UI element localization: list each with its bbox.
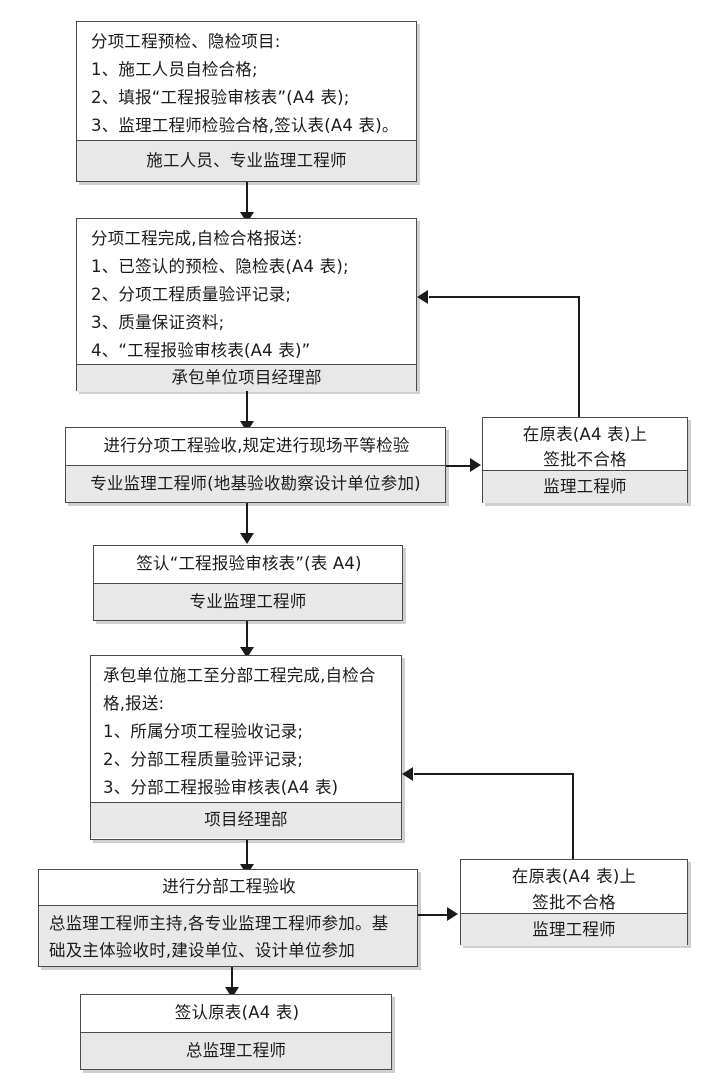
connector-n4-to-n5 — [246, 621, 248, 655]
feedback-top-vertical — [578, 296, 580, 417]
reject-top-role: 监理工程师 — [483, 470, 687, 503]
node-1-line-3: 2、填报“工程报验审核表”(A4 表); — [91, 88, 350, 107]
node-5-body: 承包单位施工至分部工程完成,自检合 格,报送: 1、所属分项工程验收记录; 2、… — [91, 656, 401, 802]
node-division-acceptance: 进行分部工程验收 总监理工程师主持,各专业监理工程师参加。基 础及主体验收时,建… — [38, 869, 418, 967]
node-6-role: 总监理工程师主持,各专业监理工程师参加。基 础及主体验收时,建设单位、设计单位参… — [39, 905, 417, 966]
node-7-line-1: 签认原表(A4 表) — [174, 1002, 300, 1022]
node-1-line-4: 3、监理工程师检验合格,签认表(A4 表)。 — [91, 116, 399, 135]
reject-bottom-role: 监理工程师 — [461, 913, 687, 946]
node-2-body: 分项工程完成,自检合格报送: 1、已签认的预检、隐检表(A4 表); 2、分项工… — [77, 219, 416, 364]
node-1-line-2: 1、施工人员自检合格; — [91, 60, 258, 79]
node-2-role: 承包单位项目经理部 — [77, 364, 416, 392]
node-7-role: 总监理工程师 — [81, 1032, 391, 1069]
node-6-body: 进行分部工程验收 — [39, 870, 417, 905]
node-reject-top: 在原表(A4 表)上 签批不合格 监理工程师 — [482, 417, 688, 503]
connector-n3-to-n4-arrowhead — [240, 533, 254, 544]
node-2-line-4: 3、质量保证资料; — [91, 313, 225, 332]
connector-n2-to-n3-arrowhead — [240, 421, 254, 432]
connector-n3-to-reject-top-arrowhead — [470, 458, 481, 472]
connector-n1-to-n2 — [246, 182, 248, 218]
reject-bottom-line-1: 在原表(A4 表)上 — [511, 867, 637, 886]
connector-n6-to-reject-bottom — [418, 914, 448, 916]
node-2-line-1: 分项工程完成,自检合格报送: — [91, 229, 303, 248]
connector-n5-to-n6 — [246, 840, 248, 872]
reject-top-body: 在原表(A4 表)上 签批不合格 — [483, 418, 687, 470]
node-subitem-acceptance: 进行分项工程验收,规定进行现场平等检验 专业监理工程师(地基验收勘察设计单位参加… — [65, 427, 446, 503]
node-5-line-4: 2、分部工程质量验评记录; — [103, 750, 304, 769]
reject-bottom-role-label: 监理工程师 — [532, 919, 616, 939]
node-5-line-5: 3、分部工程报验审核表(A4 表) — [103, 778, 339, 797]
node-sign-report-form: 签认“工程报验审核表”(表 A4) 专业监理工程师 — [93, 545, 403, 621]
node-1-body: 分项工程预检、隐检项目: 1、施工人员自检合格; 2、填报“工程报验审核表”(A… — [77, 22, 416, 140]
connector-n1-to-n2-arrowhead — [240, 212, 254, 223]
reject-bottom-line-2: 签批不合格 — [532, 893, 616, 912]
reject-top-line-1: 在原表(A4 表)上 — [522, 425, 648, 444]
feedback-top-arrowhead — [417, 290, 428, 304]
node-5-role-label: 项目经理部 — [204, 810, 288, 830]
node-3-role: 专业监理工程师(地基验收勘察设计单位参加) — [66, 465, 445, 502]
node-5-line-3: 1、所属分项工程验收记录; — [103, 722, 304, 741]
node-4-line-1: 签认“工程报验审核表”(表 A4) — [136, 553, 362, 573]
node-3-line-1: 进行分项工程验收,规定进行现场平等检验 — [103, 435, 410, 455]
node-1-role-label: 施工人员、专业监理工程师 — [146, 150, 347, 170]
feedback-top-horizontal — [429, 296, 580, 298]
connector-n2-to-n3 — [246, 391, 248, 427]
reject-top-line-2: 签批不合格 — [543, 450, 627, 469]
reject-top-role-label: 监理工程师 — [543, 476, 627, 496]
node-5-line-2: 格,报送: — [103, 694, 165, 713]
node-reject-bottom: 在原表(A4 表)上 签批不合格 监理工程师 — [460, 859, 688, 946]
node-4-role: 专业监理工程师 — [94, 583, 402, 620]
feedback-bottom-arrowhead — [402, 767, 413, 781]
node-7-role-label: 总监理工程师 — [185, 1040, 287, 1060]
node-1-role: 施工人员、专业监理工程师 — [77, 140, 416, 181]
node-1-line-1: 分项工程预检、隐检项目: — [91, 32, 281, 51]
node-2-line-3: 2、分项工程质量验评记录; — [91, 285, 292, 304]
feedback-bottom-vertical — [572, 773, 574, 859]
feedback-bottom-horizontal — [414, 773, 574, 775]
connector-n6-to-n7-arrowhead — [225, 987, 239, 998]
node-6-role-line-1: 总监理工程师主持,各专业监理工程师参加。基 — [49, 914, 389, 933]
node-subitem-complete-submit: 分项工程完成,自检合格报送: 1、已签认的预检、隐检表(A4 表); 2、分项工… — [76, 218, 417, 392]
node-5-line-1: 承包单位施工至分部工程完成,自检合 — [103, 666, 376, 685]
node-2-role-label: 承包单位项目经理部 — [171, 368, 322, 388]
node-division-complete-submit: 承包单位施工至分部工程完成,自检合 格,报送: 1、所属分项工程验收记录; 2、… — [90, 655, 402, 840]
node-5-role: 项目经理部 — [91, 802, 401, 838]
node-4-body: 签认“工程报验审核表”(表 A4) — [94, 546, 402, 583]
node-2-line-2: 1、已签认的预检、隐检表(A4 表); — [91, 257, 349, 276]
connector-n4-to-n5-arrowhead — [240, 647, 254, 658]
reject-bottom-body: 在原表(A4 表)上 签批不合格 — [461, 860, 687, 913]
connector-n3-to-reject-top — [446, 465, 471, 467]
connector-n3-to-n4 — [246, 503, 248, 539]
node-3-body: 进行分项工程验收,规定进行现场平等检验 — [66, 428, 445, 465]
node-4-role-label: 专业监理工程师 — [189, 591, 307, 611]
node-6-line-1: 进行分部工程验收 — [162, 876, 296, 896]
node-7-body: 签认原表(A4 表) — [81, 995, 391, 1032]
connector-n6-to-n7 — [231, 967, 233, 993]
node-sign-original-form: 签认原表(A4 表) 总监理工程师 — [80, 994, 392, 1070]
node-subitem-precheck: 分项工程预检、隐检项目: 1、施工人员自检合格; 2、填报“工程报验审核表”(A… — [76, 21, 417, 182]
node-6-role-line-2: 础及主体验收时,建设单位、设计单位参加 — [49, 941, 356, 960]
node-2-line-5: 4、“工程报验审核表(A4 表)” — [91, 341, 311, 360]
node-3-role-label: 专业监理工程师(地基验收勘察设计单位参加) — [90, 473, 421, 493]
connector-n6-to-reject-bottom-arrowhead — [447, 907, 458, 921]
